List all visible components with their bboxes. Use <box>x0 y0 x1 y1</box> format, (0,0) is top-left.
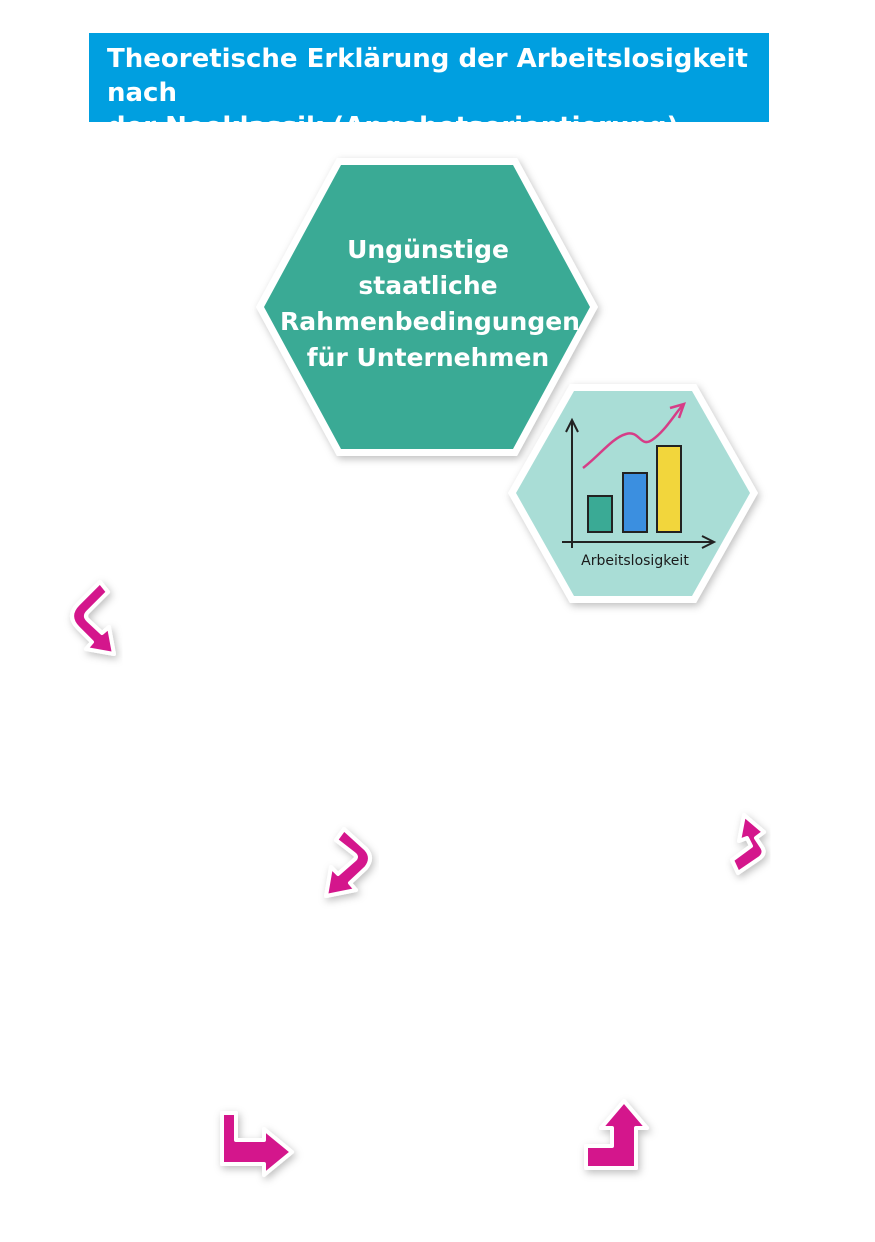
main-hexagon-line-4: für Unternehmen <box>306 343 550 372</box>
trend-arrowhead <box>669 402 686 419</box>
chart-bar-3 <box>656 445 682 533</box>
title-line-1: Theoretische Erklärung der Arbeitslosigk… <box>107 44 748 108</box>
arrow-bottom-left <box>220 1111 294 1177</box>
arrow-right <box>730 813 766 875</box>
chart-icon <box>562 402 717 549</box>
arrow-middle <box>324 827 372 898</box>
chart-hexagon-label: Arbeitslosigkeit <box>581 553 689 569</box>
title-banner: Theoretische Erklärung der Arbeitslosigk… <box>89 33 769 142</box>
main-hexagon-fill <box>264 165 590 449</box>
title-line-2: der Neoklassik (Angebotsorientierung) <box>107 112 679 142</box>
main-hexagon-line-2: staatliche <box>358 271 498 300</box>
main-hexagon-label: Ungünstige staatliche Rahmenbedingungen … <box>280 232 580 376</box>
trend-line <box>582 405 683 469</box>
chart-bar-1 <box>587 495 613 533</box>
chart-bar-2 <box>622 472 648 533</box>
arrow-bottom-right <box>584 1099 649 1170</box>
main-hexagon-line-3: Rahmenbedingungen <box>280 307 580 336</box>
arrow-top-left <box>70 580 116 656</box>
main-hexagon-line-1: Ungünstige <box>347 235 509 264</box>
